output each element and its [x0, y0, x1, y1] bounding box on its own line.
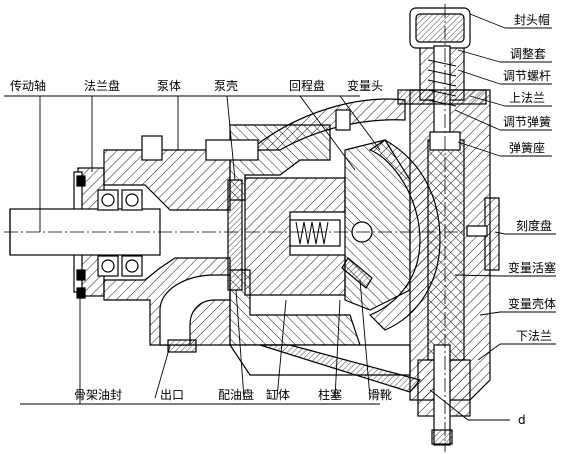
outlet-channel-shape: [159, 274, 231, 346]
label-return-plate: 回程盘: [289, 78, 325, 93]
label-spring-seat: 弹簧座: [509, 140, 545, 155]
label-variable-head: 变量头: [347, 78, 383, 93]
label-slipper: 滑靴: [368, 388, 392, 402]
label-d: d: [518, 413, 526, 427]
slipper-shape: [341, 257, 373, 289]
label-skeleton-seal: 骨架油封: [74, 388, 122, 402]
valve-plate-shape: [227, 179, 243, 291]
label-dial: 刻度盘: [516, 218, 552, 233]
label-variable-shell: 变量壳体: [508, 296, 556, 311]
label-flange-plate: 法兰盘: [84, 78, 120, 93]
leader-lines: [4, 13, 556, 421]
pump-body-drawing: [9, 7, 500, 446]
upper-flange-shape: [397, 89, 487, 105]
label-adjust-spring: 调节弹簧: [503, 114, 551, 129]
label-cylinder: 缸体: [266, 387, 290, 402]
label-variable-piston: 变量活塞: [508, 260, 556, 275]
label-drive-shaft: 传动轴: [10, 78, 46, 93]
label-lower-flange: 下法兰: [516, 329, 552, 343]
label-pump-shell: 泵壳: [214, 79, 238, 93]
label-upper-flange: 上法兰: [509, 91, 545, 105]
label-adjust-screw: 调节螺杆: [503, 69, 551, 83]
variable-piston-shape: [427, 139, 465, 361]
label-pump-body: 泵体: [157, 79, 181, 93]
labels: 传动轴 法兰盘 泵体 泵壳 回程盘 变量头 封头帽 调整套 调节螺杆 上法兰 调…: [10, 12, 556, 427]
label-adjust-sleeve: 调整套: [510, 46, 546, 61]
bearing-shapes: [97, 189, 143, 277]
label-outlet: 出口: [160, 388, 184, 402]
label-valve-plate: 配油盘: [218, 387, 254, 402]
label-plunger: 柱塞: [318, 387, 342, 402]
label-seal-cap: 封头帽: [514, 12, 550, 27]
